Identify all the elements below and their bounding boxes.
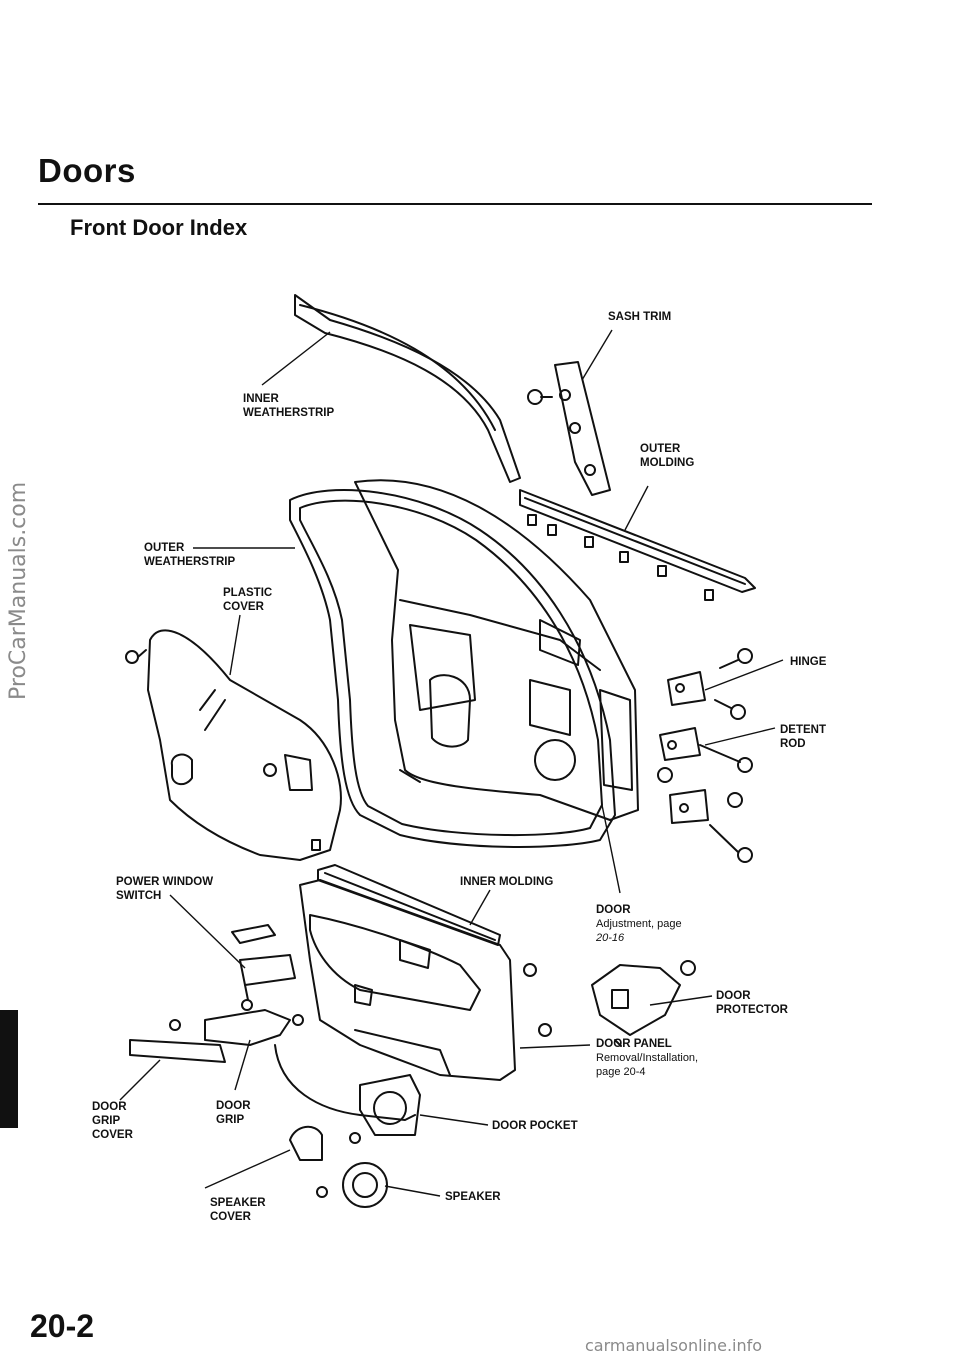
label-line: OUTER (640, 443, 681, 455)
outer-weatherstrip-part (289, 489, 616, 848)
page-number: 20-2 (30, 1308, 95, 1344)
label-line: COVER (223, 601, 264, 613)
label-line: COVER (92, 1129, 133, 1141)
label-line: SWITCH (116, 890, 162, 902)
outer-molding-part (519, 489, 756, 601)
label-inner-molding: INNER MOLDING (460, 875, 553, 889)
label-inner-weatherstrip: INNER WEATHERSTRIP (243, 392, 334, 420)
label-line: COVER (210, 1211, 251, 1223)
label-line: DOOR (92, 1101, 127, 1113)
label-detent-rod: DETENT ROD (780, 723, 826, 751)
section-title: Front Door Index (70, 215, 248, 240)
label-door: DOOR Adjustment, page 20-16 (596, 903, 682, 945)
door-shell-part (354, 479, 639, 821)
sash-trim-part (527, 361, 611, 496)
label-line: WEATHERSTRIP (243, 407, 335, 419)
label-line: DOOR PANEL (596, 1038, 672, 1050)
inner-molding-part (311, 839, 501, 946)
label-hinge: HINGE (790, 655, 826, 669)
label-power-window-switch: POWER WINDOW SWITCH (116, 875, 213, 903)
label-speaker-cover: SPEAKER COVER (210, 1196, 266, 1224)
speaker-cover-part (289, 1125, 361, 1161)
section-tab-marker (0, 1010, 18, 1128)
label-line: GRIP (92, 1115, 121, 1127)
label-line: MOLDING (640, 457, 695, 469)
label-door-pocket: DOOR POCKET (492, 1119, 578, 1133)
label-door-grip: DOOR GRIP (216, 1099, 251, 1127)
label-line: HINGE (790, 656, 827, 668)
label-outer-molding: OUTER MOLDING (640, 442, 694, 470)
label-note: 20-16 (596, 932, 625, 944)
label-sash-trim: SASH TRIM (608, 310, 671, 324)
label-note: Adjustment, page (596, 918, 682, 930)
label-line: PROTECTOR (716, 1004, 788, 1016)
label-outer-weatherstrip: OUTER WEATHERSTRIP (144, 541, 235, 569)
label-line: DETENT (780, 724, 826, 736)
label-line: DOOR (216, 1100, 251, 1112)
label-line: DOOR (596, 904, 631, 916)
label-line: INNER (243, 393, 279, 405)
door-protector-part (591, 960, 696, 1047)
door-panel-part (299, 879, 552, 1081)
plastic-cover-part (125, 629, 342, 861)
label-line: PLASTIC (223, 587, 273, 599)
label-plastic-cover: PLASTIC COVER (223, 586, 272, 614)
bottom-watermark: carmanualsonline.info (585, 1336, 763, 1355)
label-door-protector: DOOR PROTECTOR (716, 989, 788, 1017)
label-line: SPEAKER (210, 1197, 266, 1209)
label-line: ROD (780, 738, 806, 750)
door-pocket-part (274, 1044, 421, 1136)
label-note: Removal/Installation, (596, 1052, 699, 1064)
label-line: SPEAKER (445, 1191, 501, 1203)
label-line: DOOR (716, 990, 751, 1002)
label-line: INNER MOLDING (460, 876, 554, 888)
speaker-part (316, 1162, 388, 1208)
inner-weatherstrip-part (294, 294, 521, 483)
label-line: POWER WINDOW (116, 876, 214, 888)
label-line: DOOR POCKET (492, 1120, 578, 1132)
label-line: GRIP (216, 1114, 245, 1126)
hinge-parts (657, 648, 753, 863)
label-line: OUTER (144, 542, 185, 554)
label-door-grip-cover: DOOR GRIP COVER (92, 1100, 133, 1142)
label-speaker: SPEAKER (445, 1190, 501, 1204)
title-rule (38, 203, 872, 205)
power-window-switch-part (231, 924, 304, 1026)
label-line: SASH TRIM (608, 311, 672, 323)
leader-lines (119, 329, 784, 1197)
label-line: WEATHERSTRIP (144, 556, 236, 568)
door-grip-parts (129, 1009, 291, 1063)
page-title: Doors (38, 152, 136, 189)
label-note: page 20-4 (596, 1066, 646, 1078)
label-door-panel: DOOR PANEL Removal/Installation, page 20… (596, 1037, 698, 1079)
